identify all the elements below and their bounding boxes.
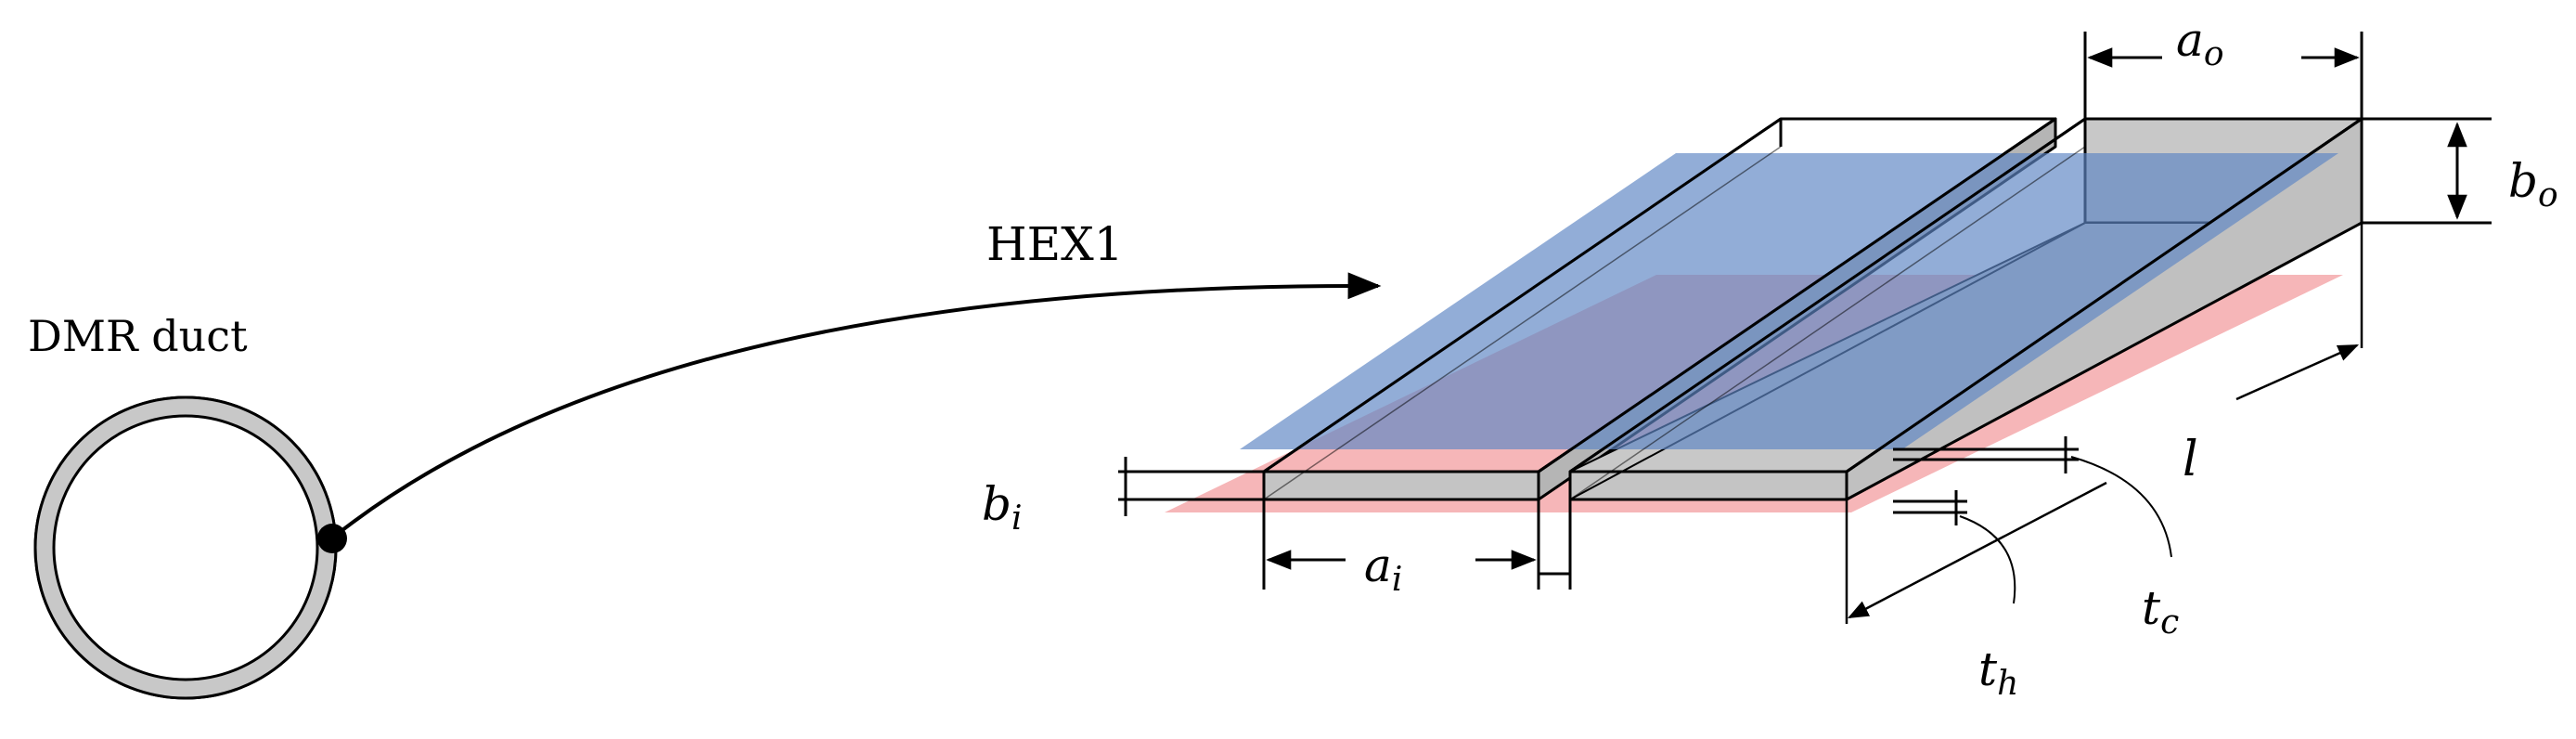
t-c-label: tc	[2142, 581, 2179, 642]
a-i-label: ai	[1364, 538, 1402, 599]
duct-ring-band	[36, 398, 335, 697]
channel-right-top-back	[1846, 117, 2363, 473]
hex-connector-arrow	[332, 272, 1382, 538]
duct-inner-edge	[52, 414, 319, 681]
hex-label: HEX1	[986, 217, 1124, 271]
dim-t-h	[1893, 490, 2016, 604]
t-h-label: th	[1978, 642, 2018, 703]
channel-left-front	[1262, 470, 1540, 501]
dim-a-o	[2083, 32, 2363, 119]
dim-b-o	[2362, 117, 2492, 225]
channel-left-top-mid	[1538, 117, 2056, 473]
a-o-label: ao	[2176, 13, 2224, 73]
b-i-label: bi	[982, 477, 1023, 538]
b-o-label: bo	[2508, 154, 2558, 214]
dmr-duct	[33, 395, 347, 700]
channel-right-inner	[1569, 146, 2086, 500]
dim-b-i	[1118, 457, 1264, 516]
dim-l	[1845, 223, 2363, 624]
channel-right-front	[1568, 470, 1848, 501]
heat-exchanger	[1165, 117, 2363, 512]
channel-left-inner	[1263, 146, 1782, 500]
dim-t-c	[1893, 436, 2172, 558]
l-label: l	[2183, 432, 2198, 487]
channel-right-top-front	[1569, 117, 2086, 473]
channel-left-top-front	[1263, 117, 1782, 473]
duct-label: DMR duct	[28, 311, 248, 361]
dim-a-i	[1262, 499, 1572, 590]
